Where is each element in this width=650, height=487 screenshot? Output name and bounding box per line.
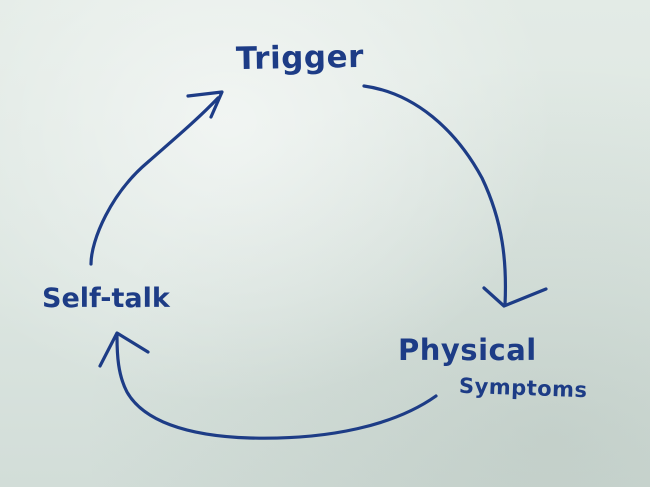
arrow-trigger-to-physical	[362, 84, 508, 307]
arrowhead-trigger	[186, 90, 224, 119]
node-symptoms: Symptoms	[458, 373, 588, 403]
node-physical: Physical	[398, 333, 537, 367]
node-trigger: Trigger	[235, 38, 365, 78]
arrow-selftalk-to-trigger	[89, 96, 220, 266]
arrowhead-physical	[482, 286, 548, 308]
node-self-talk: Self-talk	[42, 283, 170, 314]
arrowhead-selftalk	[98, 331, 150, 368]
arrow-physical-to-selftalk	[115, 334, 438, 440]
